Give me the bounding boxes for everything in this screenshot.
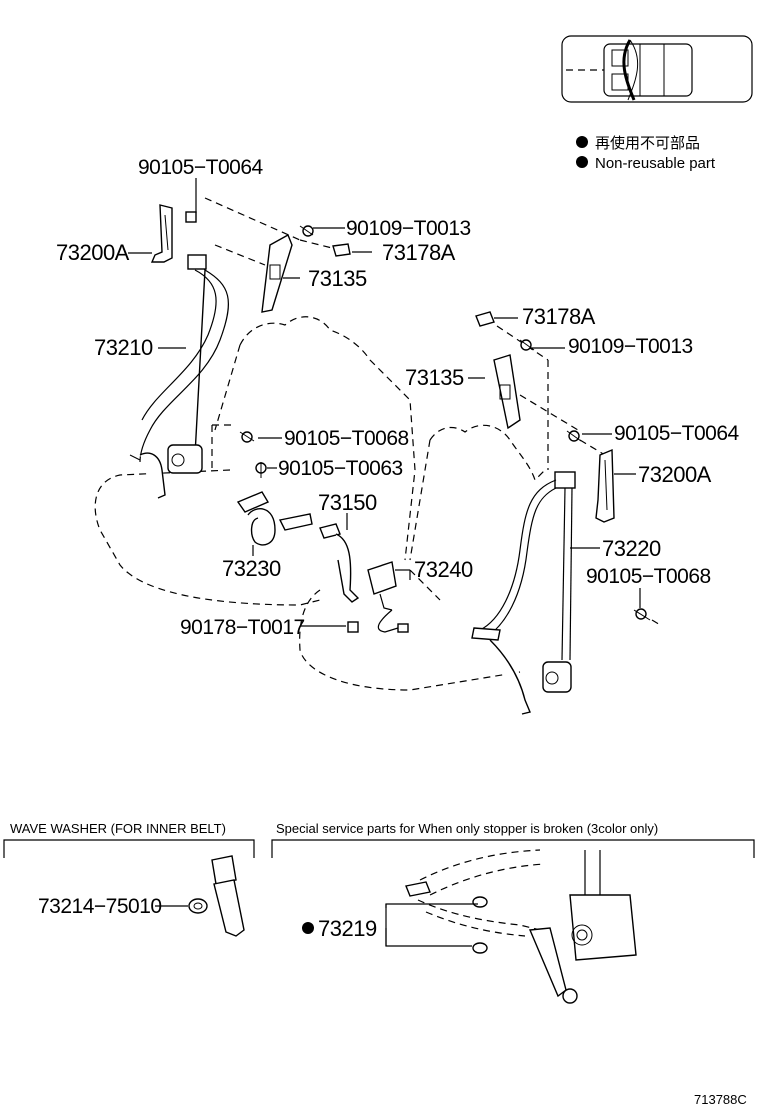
label-73240: 73240 <box>414 557 473 582</box>
pillar-trim-right <box>493 354 521 430</box>
buckle-center-left <box>236 491 313 556</box>
label-73150: 73150 <box>318 490 377 515</box>
buckle-with-switch <box>367 561 411 633</box>
legend-japanese: 再使用不可部品 <box>595 135 700 152</box>
screw-icon <box>299 225 314 237</box>
label-90109-T0013-top: 90109−T0013 <box>346 217 471 240</box>
label-73230: 73230 <box>222 556 281 581</box>
outer-belt-left <box>129 254 229 499</box>
bracket-left <box>3 839 255 858</box>
screw-icon <box>519 339 535 351</box>
nut-icon <box>300 621 359 633</box>
bolt-icon <box>185 211 197 223</box>
wave-washer-icon <box>188 898 208 914</box>
non-reusable-marker-icon <box>576 136 588 148</box>
vehicle-locator-icon <box>561 35 753 103</box>
label-90105-T0068-right: 90105−T0068 <box>586 565 711 588</box>
reference-lines-left <box>128 178 372 470</box>
retractor-bracket-left <box>150 204 197 263</box>
label-73210: 73210 <box>94 335 153 360</box>
pillar-trim-left <box>261 234 293 313</box>
bracket-right <box>271 839 755 858</box>
stopper-button-icon <box>472 896 488 908</box>
figure-id: 713788C <box>694 1092 747 1107</box>
inner-belt-buckle-detail <box>155 855 245 937</box>
cover-clip-right <box>475 311 495 327</box>
retractor-icon <box>167 444 203 474</box>
caption-special-service: Special service parts for When only stop… <box>276 821 658 836</box>
legend-english: Non-reusable part <box>595 155 716 172</box>
outer-belt-right <box>471 471 576 715</box>
label-73200A-left: 73200A <box>56 240 130 265</box>
label-90105-T0064-top: 90105−T0064 <box>138 156 264 179</box>
label-73178A-top: 73178A <box>382 240 456 265</box>
stopper-detail <box>385 849 637 1004</box>
label-90105-T0063: 90105−T0063 <box>278 457 403 480</box>
bolt-icon <box>633 608 651 621</box>
label-73220: 73220 <box>602 536 661 561</box>
non-reusable-marker-icon <box>302 922 314 934</box>
label-73135-right: 73135 <box>405 365 464 390</box>
retractor-bracket-right <box>595 448 615 523</box>
label-90105-T0068-mid: 90105−T0068 <box>284 427 409 450</box>
label-90105-T0064-right: 90105−T0064 <box>614 422 740 445</box>
label-73135-top: 73135 <box>308 266 367 291</box>
bolt-icon <box>255 462 267 478</box>
label-73200A-right: 73200A <box>638 462 712 487</box>
stopper-button-icon <box>472 942 488 954</box>
retractor-icon <box>542 661 572 693</box>
non-reusable-marker-icon <box>576 156 588 168</box>
caption-wave-washer: WAVE WASHER (FOR INNER BELT) <box>10 821 226 836</box>
retractor-icon <box>569 894 637 961</box>
rear-seat-outline <box>94 316 546 691</box>
buckle-center-right <box>319 513 360 603</box>
legend: 再使用不可部品 Non-reusable part <box>576 135 716 172</box>
label-90109-T0013-right: 90109−T0013 <box>568 335 693 358</box>
label-90178-T0017: 90178−T0017 <box>180 616 305 639</box>
label-73214-75010: 73214−75010 <box>38 895 162 918</box>
label-73219: 73219 <box>318 916 377 941</box>
label-73178A-right: 73178A <box>522 304 596 329</box>
bolt-icon <box>239 431 255 443</box>
bolt-icon <box>566 430 582 442</box>
cover-clip-top <box>332 243 351 257</box>
